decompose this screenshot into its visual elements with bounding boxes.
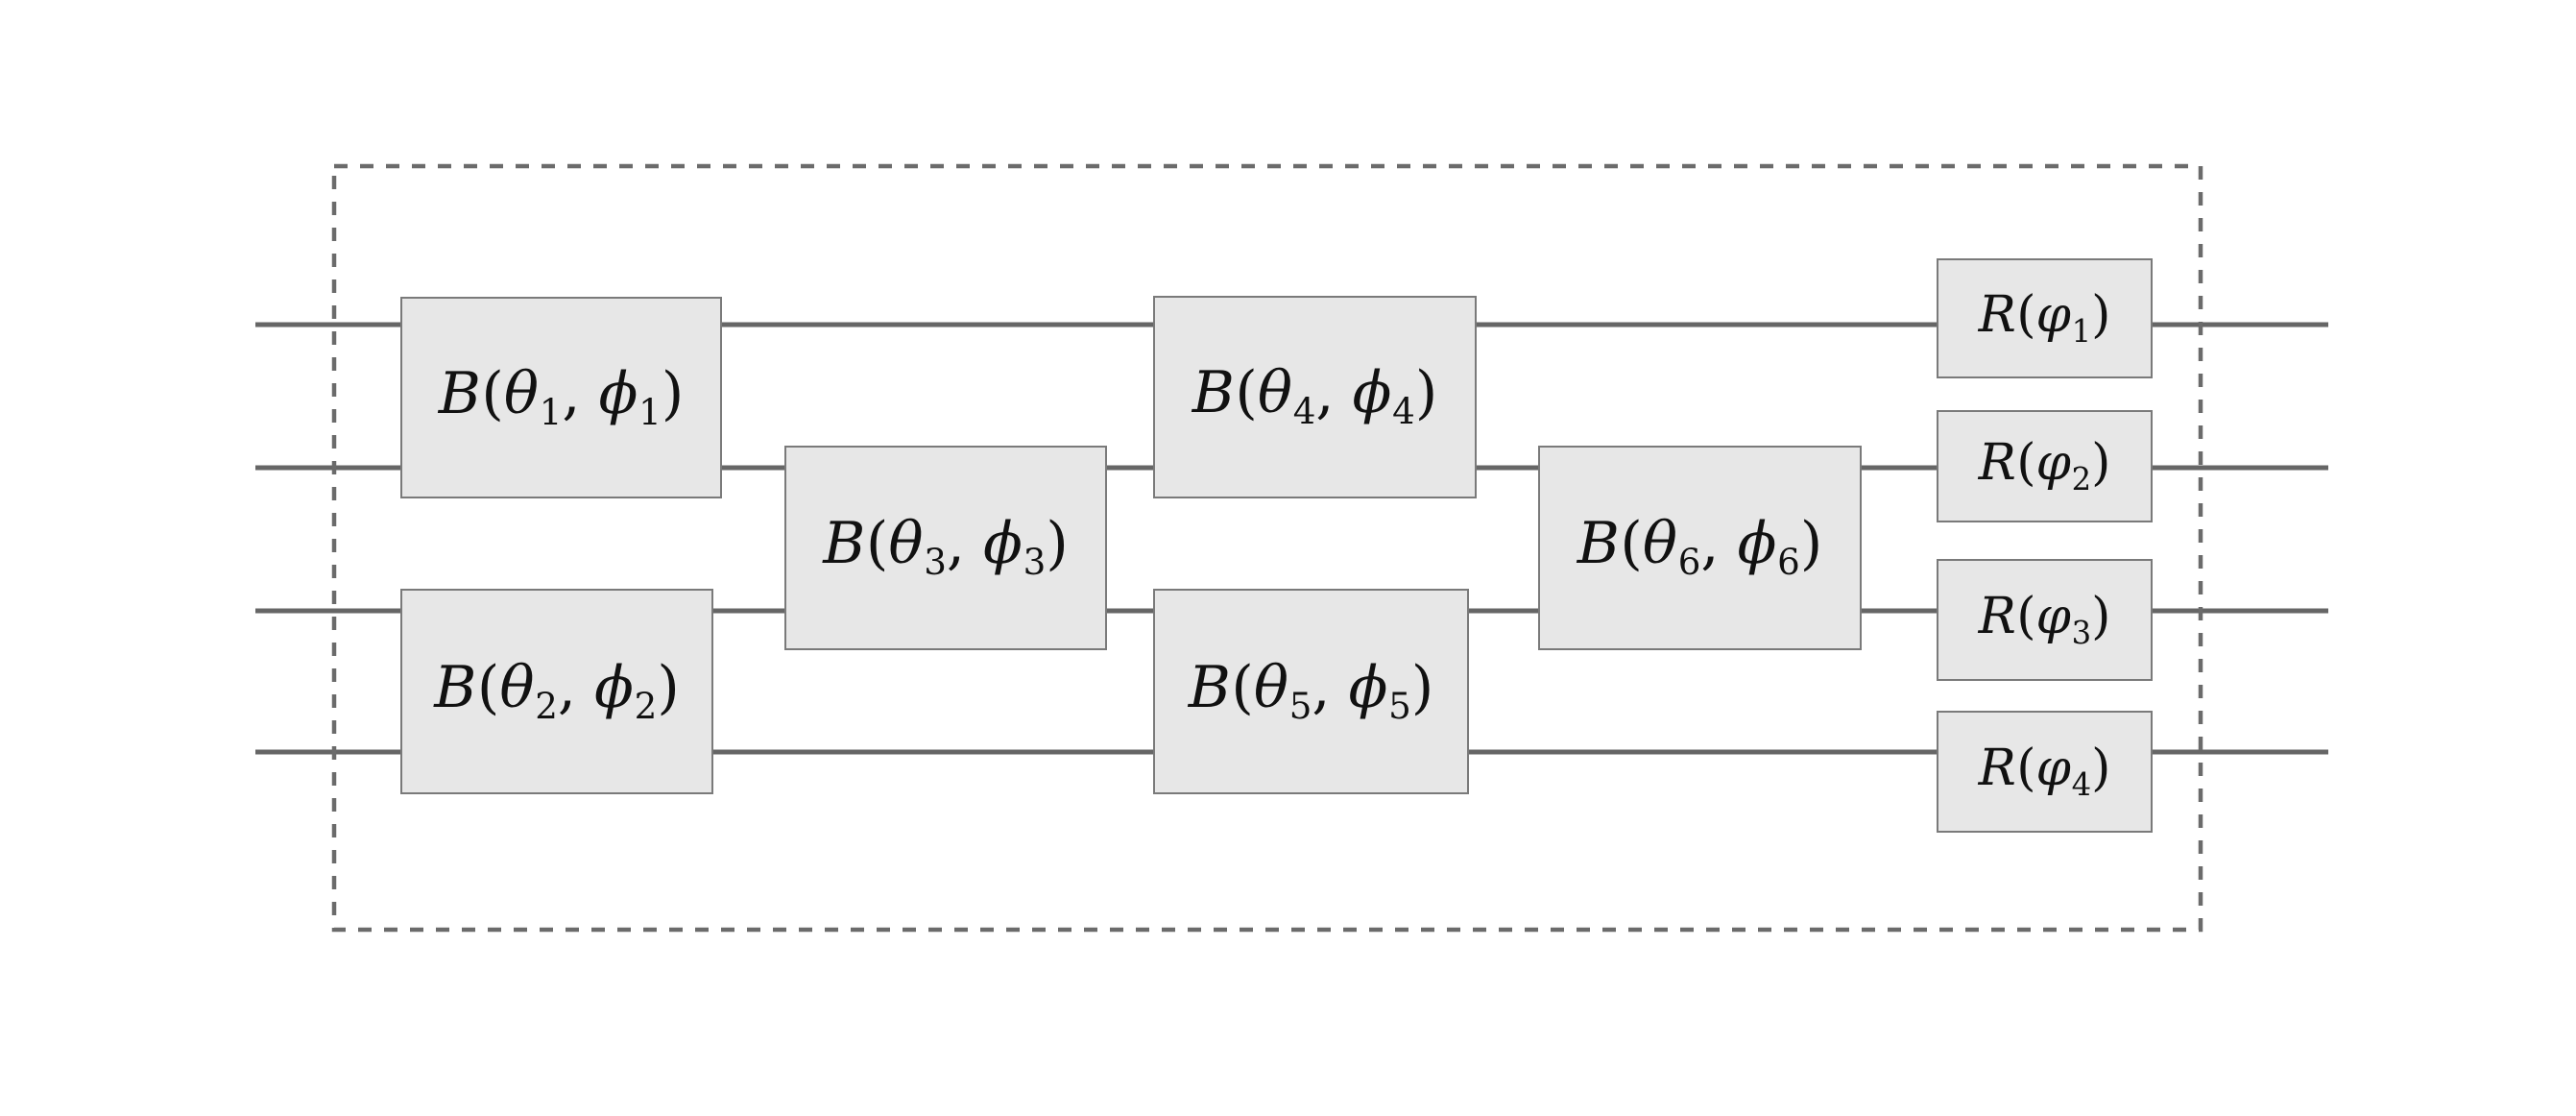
- gate-r2-name: R: [1978, 434, 2016, 493]
- gate-r2-close-paren: ): [2091, 434, 2111, 493]
- gate-b3-label: B(θ3, ϕ3): [823, 515, 1069, 580]
- gate-b5-name: B: [1188, 653, 1231, 721]
- gate-b4-phi: ϕ: [1352, 359, 1392, 427]
- gate-b1-close-paren: ): [661, 359, 685, 427]
- gate-b4-open-paren: (: [1235, 359, 1258, 427]
- gate-b6-label: B(θ6, ϕ6): [1577, 515, 1823, 580]
- gate-r2-varphi: φ: [2035, 434, 2071, 493]
- gate-b2-label: B(θ2, ϕ2): [434, 659, 680, 724]
- gate-b5-phi: ϕ: [1348, 653, 1388, 721]
- circuit-boundary-frame: [331, 163, 2203, 933]
- gate-b1-label: B(θ1, ϕ1): [439, 365, 685, 430]
- gate-b1[interactable]: B(θ1, ϕ1): [400, 297, 722, 498]
- gate-r1-label: R(φ1): [1979, 290, 2111, 347]
- gate-b1-phi-subscript: 1: [638, 390, 662, 433]
- gate-b5-comma: ,: [1312, 653, 1331, 721]
- gate-b5-theta: θ: [1253, 653, 1288, 721]
- gate-r2-label: R(φ2): [1979, 438, 2111, 495]
- gate-b5-phi-subscript: 5: [1388, 684, 1411, 727]
- gate-r3-open-paren: (: [2016, 588, 2036, 646]
- gate-b3-theta-subscript: 3: [924, 541, 947, 584]
- gate-r4-close-paren: ): [2091, 740, 2111, 798]
- gate-r3-label: R(φ3): [1979, 592, 2111, 648]
- gate-r3-subscript: 3: [2071, 614, 2092, 651]
- gate-b5[interactable]: B(θ5, ϕ5): [1153, 589, 1469, 794]
- gate-b1-open-paren: (: [481, 359, 504, 427]
- gate-b4-comma: ,: [1315, 359, 1335, 427]
- gate-r4-subscript: 4: [2071, 765, 2092, 803]
- gate-b6-phi: ϕ: [1737, 510, 1777, 578]
- gate-b6-theta-subscript: 6: [1677, 541, 1701, 584]
- gate-r1-close-paren: ): [2091, 286, 2111, 345]
- gate-r4-name: R: [1978, 740, 2016, 798]
- gate-b2[interactable]: B(θ2, ϕ2): [400, 589, 713, 794]
- gate-r1-name: R: [1978, 286, 2016, 345]
- gate-r1-varphi: φ: [2035, 286, 2071, 345]
- gate-b4[interactable]: B(θ4, ϕ4): [1153, 296, 1477, 498]
- gate-b2-close-paren: ): [657, 653, 680, 721]
- gate-b4-label: B(θ4, ϕ4): [1192, 364, 1438, 429]
- gate-b2-phi: ϕ: [594, 653, 634, 721]
- gate-b6-open-paren: (: [1620, 510, 1643, 578]
- gate-b4-theta-subscript: 4: [1292, 390, 1316, 433]
- gate-b3-open-paren: (: [865, 510, 889, 578]
- gate-r2[interactable]: R(φ2): [1937, 410, 2153, 522]
- gate-b1-theta-subscript: 1: [539, 390, 563, 433]
- gate-b2-phi-subscript: 2: [634, 684, 658, 727]
- gate-r3-close-paren: ): [2091, 588, 2111, 646]
- gate-b3-theta: θ: [888, 510, 924, 578]
- gate-b2-name: B: [434, 653, 477, 721]
- gate-b4-theta: θ: [1257, 359, 1292, 427]
- gate-r3-name: R: [1978, 588, 2016, 646]
- gate-b5-label: B(θ5, ϕ5): [1189, 659, 1434, 724]
- gate-b6-name: B: [1577, 510, 1620, 578]
- gate-r4[interactable]: R(φ4): [1937, 711, 2153, 833]
- gate-b4-phi-subscript: 4: [1392, 390, 1415, 433]
- gate-r2-open-paren: (: [2016, 434, 2036, 493]
- gate-b6-comma: ,: [1700, 510, 1720, 578]
- gate-r3[interactable]: R(φ3): [1937, 559, 2153, 681]
- gate-b3-phi: ϕ: [983, 510, 1023, 578]
- gate-b2-open-paren: (: [476, 653, 500, 721]
- gate-r1-subscript: 1: [2071, 312, 2092, 350]
- gate-b1-name: B: [438, 359, 481, 427]
- gate-r4-open-paren: (: [2016, 740, 2036, 798]
- gate-b6-close-paren: ): [1799, 510, 1823, 578]
- gate-b3-close-paren: ): [1046, 510, 1069, 578]
- gate-r4-varphi: φ: [2035, 740, 2071, 798]
- gate-b6-theta: θ: [1642, 510, 1677, 578]
- gate-b2-theta: θ: [499, 653, 535, 721]
- gate-b3[interactable]: B(θ3, ϕ3): [784, 446, 1107, 650]
- gate-r1-open-paren: (: [2016, 286, 2036, 345]
- gate-b3-comma: ,: [946, 510, 965, 578]
- gate-b5-open-paren: (: [1231, 653, 1254, 721]
- gate-b3-name: B: [823, 510, 866, 578]
- gate-r1[interactable]: R(φ1): [1937, 258, 2153, 378]
- gate-b1-comma: ,: [562, 359, 581, 427]
- gate-b2-comma: ,: [557, 653, 576, 721]
- gate-b2-theta-subscript: 2: [535, 684, 558, 727]
- gate-b3-phi-subscript: 3: [1023, 541, 1047, 584]
- gate-b4-name: B: [1192, 359, 1235, 427]
- gate-b1-phi: ϕ: [598, 359, 638, 427]
- gate-b5-close-paren: ): [1410, 653, 1434, 721]
- gate-b5-theta-subscript: 5: [1288, 684, 1312, 727]
- gate-r2-subscript: 2: [2071, 460, 2092, 497]
- gate-b4-close-paren: ): [1414, 359, 1438, 427]
- gate-b1-theta: θ: [503, 359, 539, 427]
- gate-b6-phi-subscript: 6: [1777, 541, 1800, 584]
- gate-b6[interactable]: B(θ6, ϕ6): [1538, 446, 1862, 650]
- gate-r4-label: R(φ4): [1979, 743, 2111, 800]
- gate-r3-varphi: φ: [2035, 588, 2071, 646]
